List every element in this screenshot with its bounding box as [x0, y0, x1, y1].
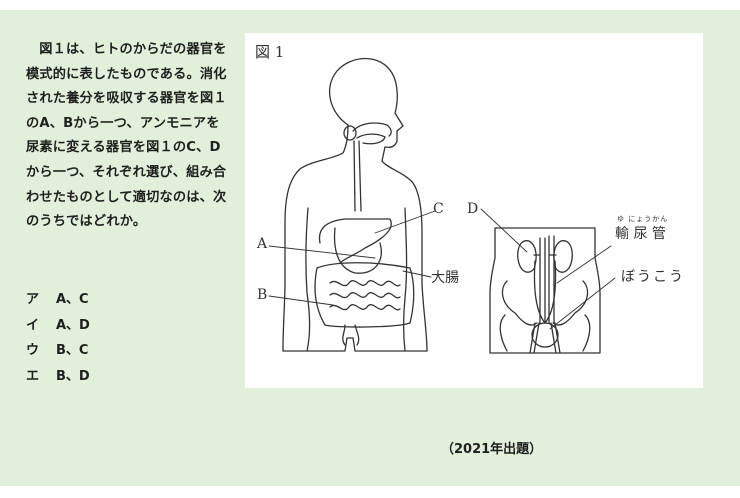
label-d: D: [467, 201, 479, 217]
choice-a[interactable]: ア A、C: [26, 287, 90, 313]
label-bladder: ぼうこう: [621, 269, 685, 285]
label-ureter: 輸 尿 管: [615, 226, 666, 242]
leader-lines-left: [268, 210, 436, 306]
choice-answer: A、C: [56, 292, 89, 307]
choice-e[interactable]: エ B、D: [26, 364, 90, 390]
question-text-block: 図１は、ヒトのからだの器官を模式的に表したものである。消化された養分を吸収する器…: [26, 38, 231, 235]
choice-mark: ア: [26, 292, 40, 307]
answer-choices: ア A、C イ A、D ウ B、C エ B、D: [26, 287, 90, 389]
label-large-intestine: 大腸: [431, 270, 459, 286]
urinary-pelvis-drawing: [489, 227, 601, 354]
choice-mark: エ: [26, 368, 40, 384]
choice-mark: イ: [26, 317, 40, 333]
choice-answer: B、D: [56, 368, 90, 384]
label-b: B: [257, 287, 268, 303]
figure-1: 図 1 C D A B 大腸 ゆ にょうかん 輸 尿 管 ぼうこう: [245, 33, 703, 388]
choice-answer: A、D: [56, 317, 90, 333]
choice-answer: B、C: [56, 343, 89, 358]
question-text: 図１は、ヒトのからだの器官を模式的に表したものである。消化された養分を吸収する器…: [26, 42, 227, 230]
choice-i[interactable]: イ A、D: [26, 313, 90, 339]
figure-title: 図 1: [255, 43, 285, 61]
label-ureter-ruby: ゆ にょうかん: [617, 215, 669, 223]
label-a: A: [257, 236, 268, 252]
digestive-torso-drawing: [282, 58, 428, 352]
choice-u[interactable]: ウ B、C: [26, 338, 90, 364]
label-c: C: [433, 201, 444, 217]
source-year: （2021年出題）: [441, 442, 543, 457]
choice-mark: ウ: [26, 343, 40, 358]
leader-lines-right: [480, 208, 616, 330]
anatomy-illustration: [268, 58, 616, 354]
